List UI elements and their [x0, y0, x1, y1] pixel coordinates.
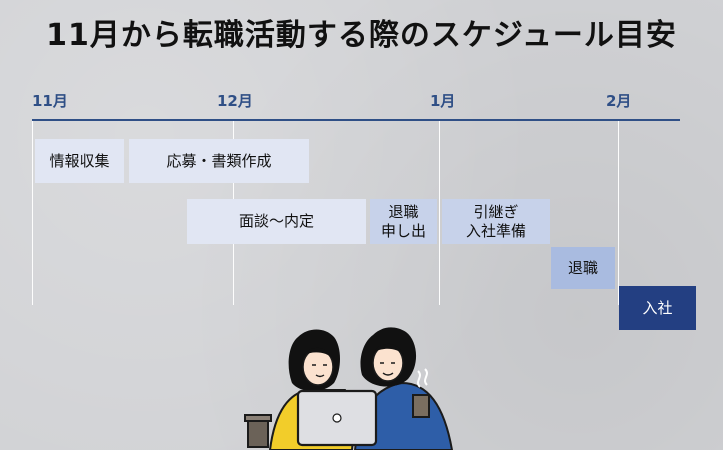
task-label-line-2: 申し出 [380, 221, 426, 240]
task-resignation: 退職 [551, 247, 615, 289]
task-label-line-2: 入社準備 [465, 221, 526, 240]
coffee-cup-icon [244, 414, 272, 448]
page-title: 11月から転職活動する際のスケジュール目安 [46, 18, 677, 53]
gridline-feb [618, 121, 619, 305]
task-label-line-1: 退職 [388, 202, 419, 221]
month-label-feb: 2月 [606, 92, 632, 110]
person-blue-shirt-icon [353, 327, 454, 450]
laptop-icon [296, 389, 378, 447]
task-info-gathering: 情報収集 [35, 139, 124, 183]
task-label-line-1: 引継ぎ [473, 202, 519, 221]
month-label-jan: 1月 [430, 92, 456, 110]
task-label: 退職 [567, 258, 598, 277]
timeline-axis [32, 119, 680, 121]
task-application-documents: 応募・書類作成 [129, 139, 309, 183]
task-interview-offer: 面談〜内定 [187, 199, 366, 244]
task-label: 応募・書類作成 [166, 151, 272, 170]
people-illustration [244, 327, 454, 450]
gridline-nov [32, 121, 33, 305]
task-resignation-notice: 退職 申し出 [370, 199, 437, 244]
task-handover-prep: 引継ぎ 入社準備 [442, 199, 550, 244]
month-label-nov: 11月 [32, 92, 68, 110]
task-label: 入社 [642, 298, 673, 317]
task-label: 面談〜内定 [238, 212, 314, 230]
gridline-jan [439, 121, 440, 305]
month-label-dec: 12月 [217, 92, 253, 110]
task-joining: 入社 [619, 286, 696, 330]
task-label: 情報収集 [49, 151, 110, 170]
